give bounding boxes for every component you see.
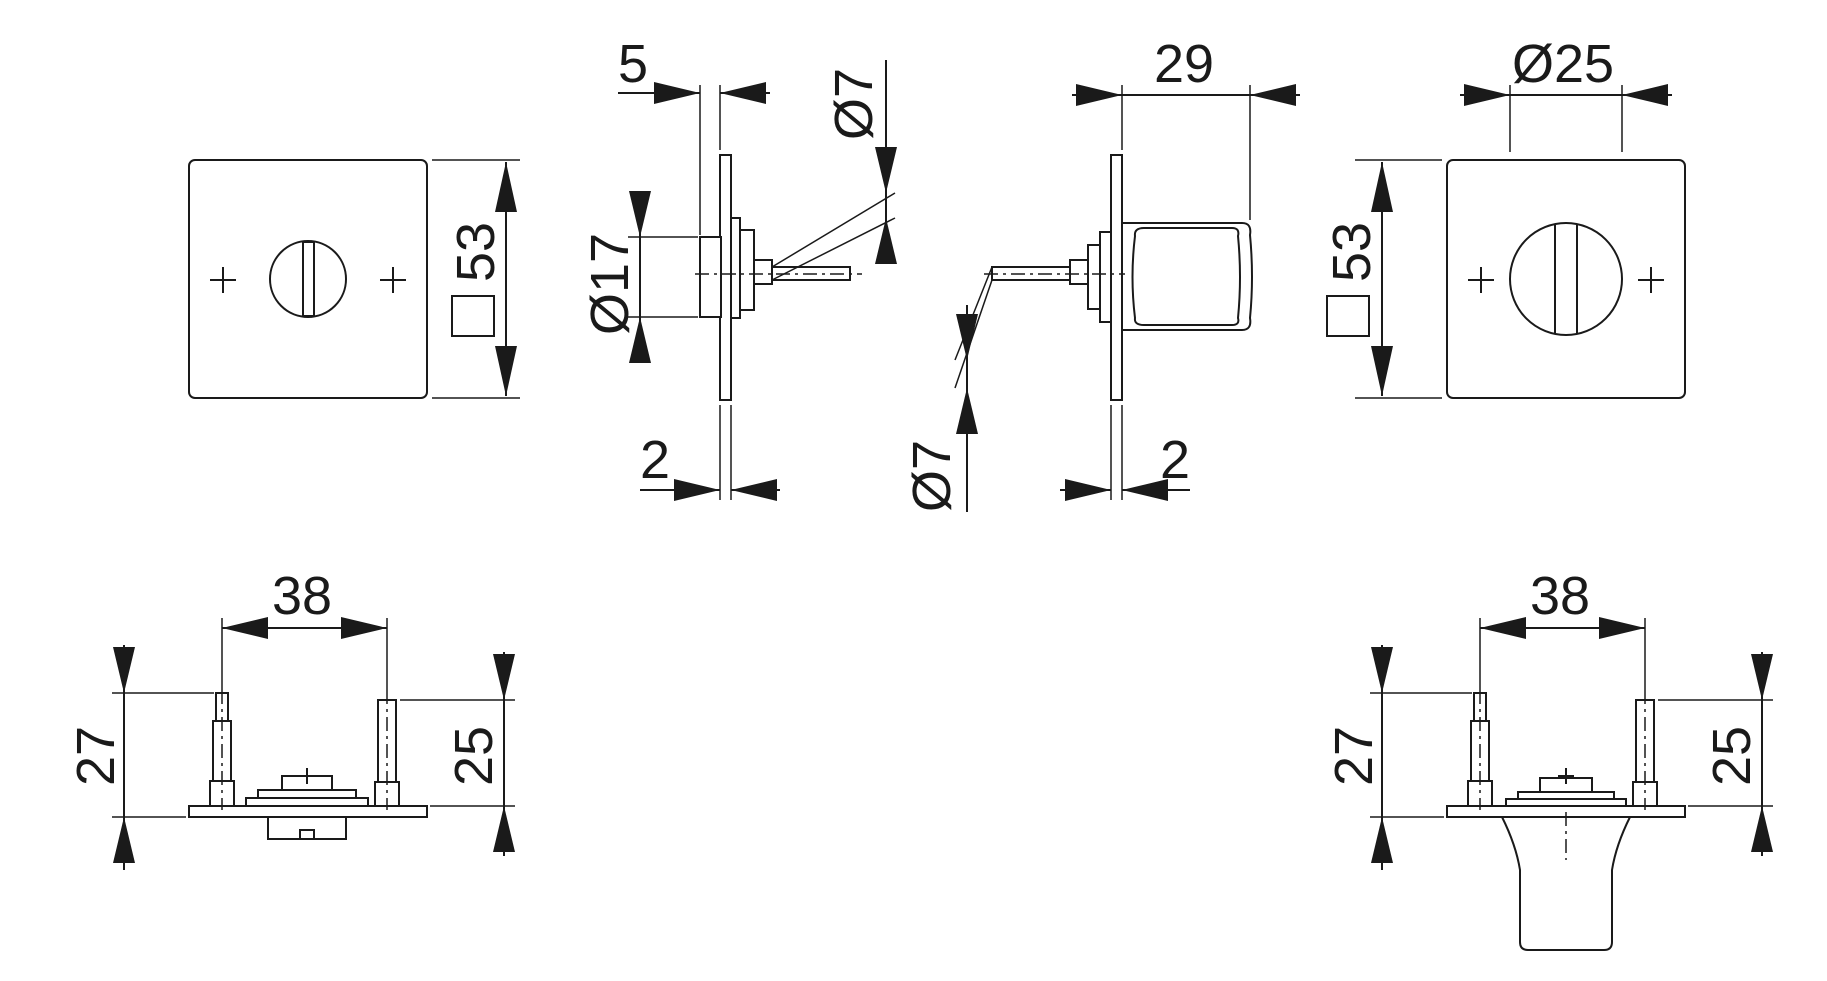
nut bbox=[739, 229, 755, 311]
knob-inner-contour bbox=[1131, 227, 1241, 326]
dimension-text: 27 bbox=[66, 726, 126, 786]
dimension-text: 25 bbox=[1702, 726, 1762, 786]
dimension-dia-17: Ø17 bbox=[580, 191, 698, 363]
dimension-38-right: 38 bbox=[1479, 566, 1646, 690]
dimension-2-left: 2 bbox=[640, 405, 780, 501]
plus-mark-left bbox=[210, 267, 236, 293]
plus-mark-left bbox=[1468, 267, 1494, 293]
dimension-text: Ø17 bbox=[580, 233, 640, 335]
dimension-2-right: 2 bbox=[1060, 405, 1190, 501]
side-view-left: 5 Ø17 Ø7 2 bbox=[580, 34, 897, 501]
dimension-5: 5 bbox=[618, 34, 770, 235]
screw-post-right bbox=[1632, 690, 1658, 810]
dimension-text: 25 bbox=[444, 726, 504, 786]
rose-profile bbox=[699, 236, 722, 318]
emergency-release-slot bbox=[269, 240, 347, 318]
dimension-25-right: 25 bbox=[1658, 652, 1773, 856]
dimension-text: 38 bbox=[1530, 566, 1590, 626]
dimension-text: 2 bbox=[1160, 430, 1190, 490]
dimension-text: Ø7 bbox=[902, 440, 962, 512]
plus-mark-right bbox=[380, 267, 406, 293]
front-view-right: Ø25 53 bbox=[1322, 34, 1686, 399]
front-view-left: 53 bbox=[188, 159, 520, 399]
dimension-text: 53 bbox=[1322, 222, 1382, 282]
screw-post-right bbox=[374, 690, 400, 810]
dimension-29: 29 bbox=[1072, 34, 1300, 220]
washer bbox=[730, 217, 741, 319]
thumb-turn-knob-top bbox=[1500, 816, 1632, 951]
square-symbol bbox=[1326, 295, 1370, 337]
side-view-right: 29 Ø7 2 bbox=[902, 34, 1300, 512]
nut bbox=[1087, 244, 1101, 310]
top-view-right: 38 27 25 bbox=[1324, 566, 1773, 951]
dimension-text: Ø7 bbox=[824, 68, 884, 140]
rose-stack bbox=[245, 768, 369, 840]
dimension-25-left: 25 bbox=[400, 652, 515, 856]
plate-edge bbox=[188, 805, 428, 818]
dimension-38-left: 38 bbox=[221, 566, 388, 690]
dimension-text: Ø25 bbox=[1512, 34, 1614, 94]
top-view-left: 38 27 25 bbox=[66, 566, 515, 870]
dimension-square-53-right: 53 bbox=[1322, 159, 1442, 399]
dimension-text: 2 bbox=[640, 430, 670, 490]
dimension-27-left: 27 bbox=[66, 645, 214, 870]
plate-profile bbox=[1110, 154, 1123, 401]
dimension-dia-7-bottom: Ø7 bbox=[902, 266, 993, 512]
rose-plate-square bbox=[188, 159, 428, 399]
dimension-text: 27 bbox=[1324, 726, 1384, 786]
rose-plate-square bbox=[1446, 159, 1686, 399]
dimension-27-right: 27 bbox=[1324, 645, 1472, 870]
screw-post-left bbox=[1467, 690, 1493, 810]
collar bbox=[1069, 259, 1089, 285]
screw-post-left bbox=[209, 690, 235, 810]
rose-stack bbox=[1505, 768, 1627, 807]
dimension-text: 29 bbox=[1154, 34, 1214, 94]
dimension-square-53-left: 53 bbox=[432, 159, 520, 399]
dimension-dia-7-top: Ø7 bbox=[771, 60, 897, 281]
collar bbox=[753, 259, 773, 285]
dimension-text: 53 bbox=[446, 222, 506, 282]
thumb-turn-knob bbox=[1509, 222, 1623, 336]
dimension-text: 5 bbox=[618, 34, 648, 94]
plus-mark-right bbox=[1638, 267, 1664, 293]
dimension-dia-25: Ø25 bbox=[1460, 34, 1672, 152]
square-symbol bbox=[451, 295, 495, 337]
dimension-text: 38 bbox=[272, 566, 332, 626]
knob-profile bbox=[1121, 222, 1253, 331]
washer bbox=[1099, 231, 1112, 323]
